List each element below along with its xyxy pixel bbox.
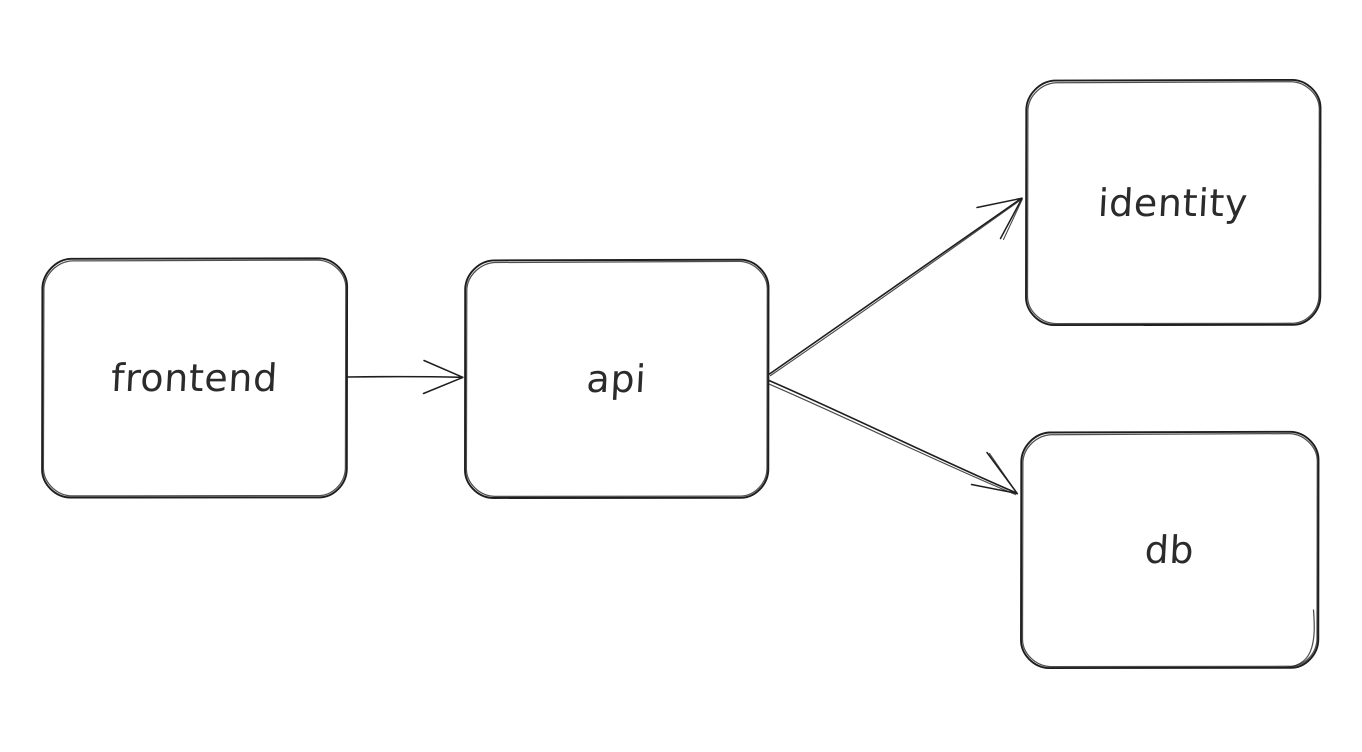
node-identity-outline[interactable]	[1025, 78, 1322, 327]
edge-api-to-db-line-sketch	[767, 383, 1017, 496]
edge-api-to-identity-arrowhead-lower-sketch	[1002, 198, 1023, 241]
edge-api-to-identity-line	[768, 197, 1023, 375]
node-frontend-outline[interactable]	[41, 257, 349, 499]
node-frontend-sketch-stroke	[42, 259, 347, 497]
edge-api-to-db[interactable]	[767, 379, 1019, 496]
node-api-outline[interactable]	[464, 258, 770, 499]
edge-api-to-identity-arrowhead-upper	[976, 197, 1023, 209]
edge-frontend-to-api-arrowhead-upper	[423, 359, 464, 379]
node-identity[interactable]	[1025, 78, 1322, 327]
node-api-sketch-stroke	[465, 260, 768, 498]
node-db-sketch-stroke-extra	[1286, 609, 1315, 669]
node-db[interactable]	[1020, 430, 1320, 670]
node-identity-sketch-stroke	[1026, 81, 1320, 325]
node-db-outline[interactable]	[1020, 430, 1320, 670]
edge-frontend-to-api-line	[346, 375, 464, 379]
edge-api-to-identity-line-sketch	[769, 198, 1023, 377]
node-frontend[interactable]	[41, 257, 349, 499]
edge-api-to-identity[interactable]	[768, 197, 1023, 377]
edge-frontend-to-api[interactable]	[346, 359, 464, 395]
edge-frontend-to-api-arrowhead-lower	[422, 376, 464, 395]
edge-api-to-identity-arrowhead-lower	[999, 197, 1023, 240]
node-api[interactable]	[464, 258, 770, 499]
edge-api-to-db-line	[768, 379, 1018, 494]
edge-api-to-db-arrowhead-lower	[970, 483, 1018, 495]
edge-api-to-db-arrowhead-upper-sketch	[988, 452, 1019, 495]
node-db-sketch-stroke	[1021, 432, 1318, 668]
